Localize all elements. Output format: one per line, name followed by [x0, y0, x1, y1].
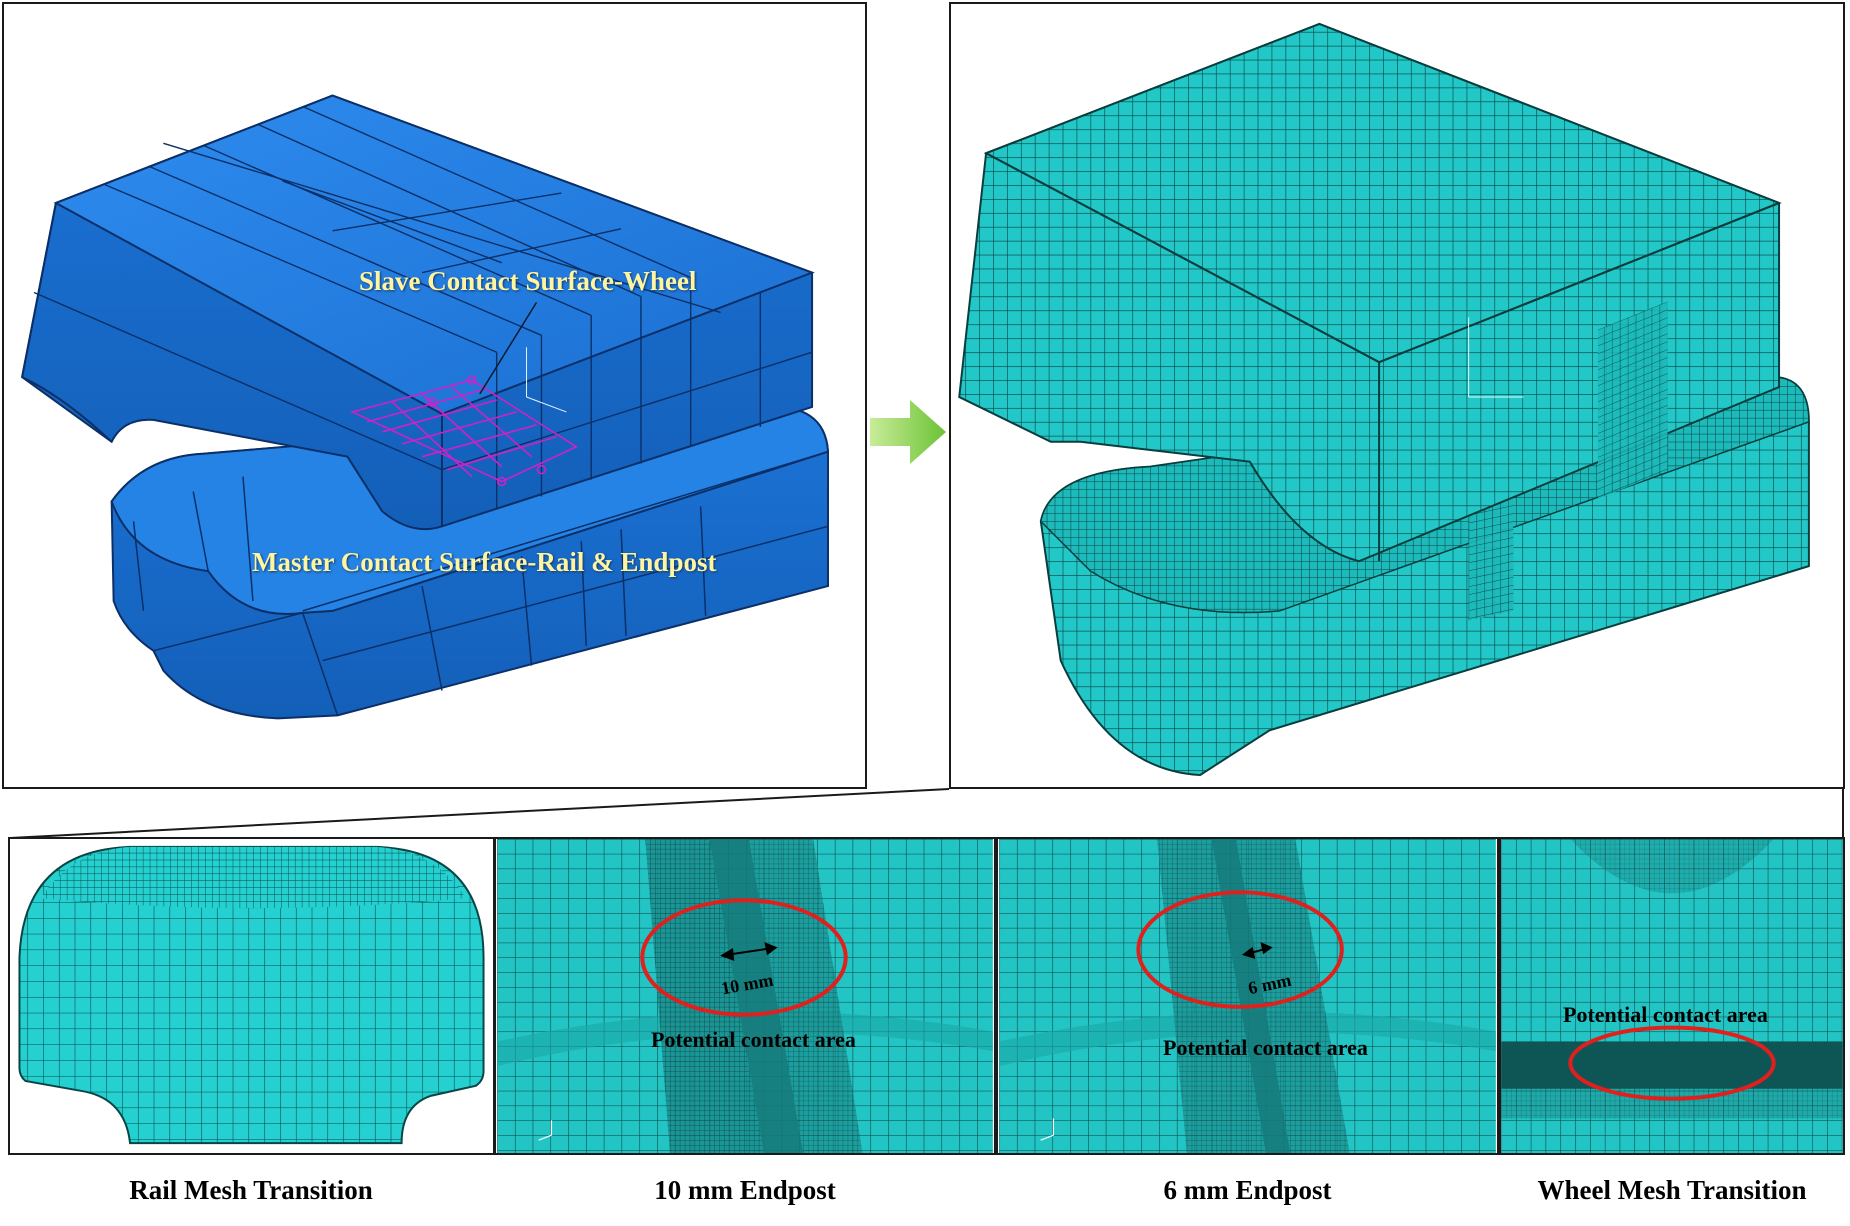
- caption-6mm-endpost: 6 mm Endpost: [1163, 1175, 1332, 1205]
- axis-triad-icon: [526, 347, 567, 413]
- axis-triad-icon: [1468, 317, 1524, 398]
- endpost-10mm-panel: 10 mm Potential contact area: [494, 837, 996, 1155]
- right-arrow-icon: [870, 400, 946, 464]
- contact-area-ellipse: [640, 898, 848, 1017]
- endpost-6mm-panel: 6 mm Potential contact area: [996, 837, 1499, 1155]
- meshed-model-panel: [949, 2, 1845, 789]
- geometry-panel: Slave Contact Surface-Wheel Master Conta…: [2, 2, 867, 789]
- endpost-10mm-mesh: [497, 839, 993, 1153]
- rail-cross-section-mesh: [18, 845, 485, 1145]
- wheel-mesh-panel: Potential contact area: [1499, 837, 1845, 1155]
- contact-surface-wireframe: [350, 375, 578, 487]
- contact-area-ellipse: [1568, 1025, 1776, 1101]
- dimension-arrow-icon: [720, 942, 778, 961]
- meshed-model: [958, 22, 1810, 777]
- slave-surface-label: Slave Contact Surface-Wheel: [359, 266, 697, 296]
- dimension-arrow-icon: [1241, 941, 1273, 959]
- potential-contact-label: Potential contact area: [1563, 1002, 1768, 1027]
- caption-10mm-endpost: 10 mm Endpost: [654, 1175, 836, 1205]
- caption-wheel-mesh: Wheel Mesh Transition: [1537, 1175, 1807, 1205]
- potential-contact-label: Potential contact area: [1163, 1035, 1368, 1060]
- rail-mesh-panel: [8, 837, 494, 1155]
- contact-area-ellipse: [1136, 890, 1344, 1009]
- caption-rail-mesh: Rail Mesh Transition: [129, 1175, 373, 1205]
- wheel-transition-mesh: [1501, 839, 1843, 1153]
- endpost-6mm-mesh: [999, 839, 1496, 1153]
- axis-triad-icon: [1040, 1118, 1055, 1141]
- geometry-model: [21, 94, 830, 720]
- potential-contact-label: Potential contact area: [651, 1027, 856, 1052]
- axis-triad-icon: [538, 1120, 553, 1141]
- master-surface-label: Master Contact Surface-Rail & Endpost: [252, 547, 717, 577]
